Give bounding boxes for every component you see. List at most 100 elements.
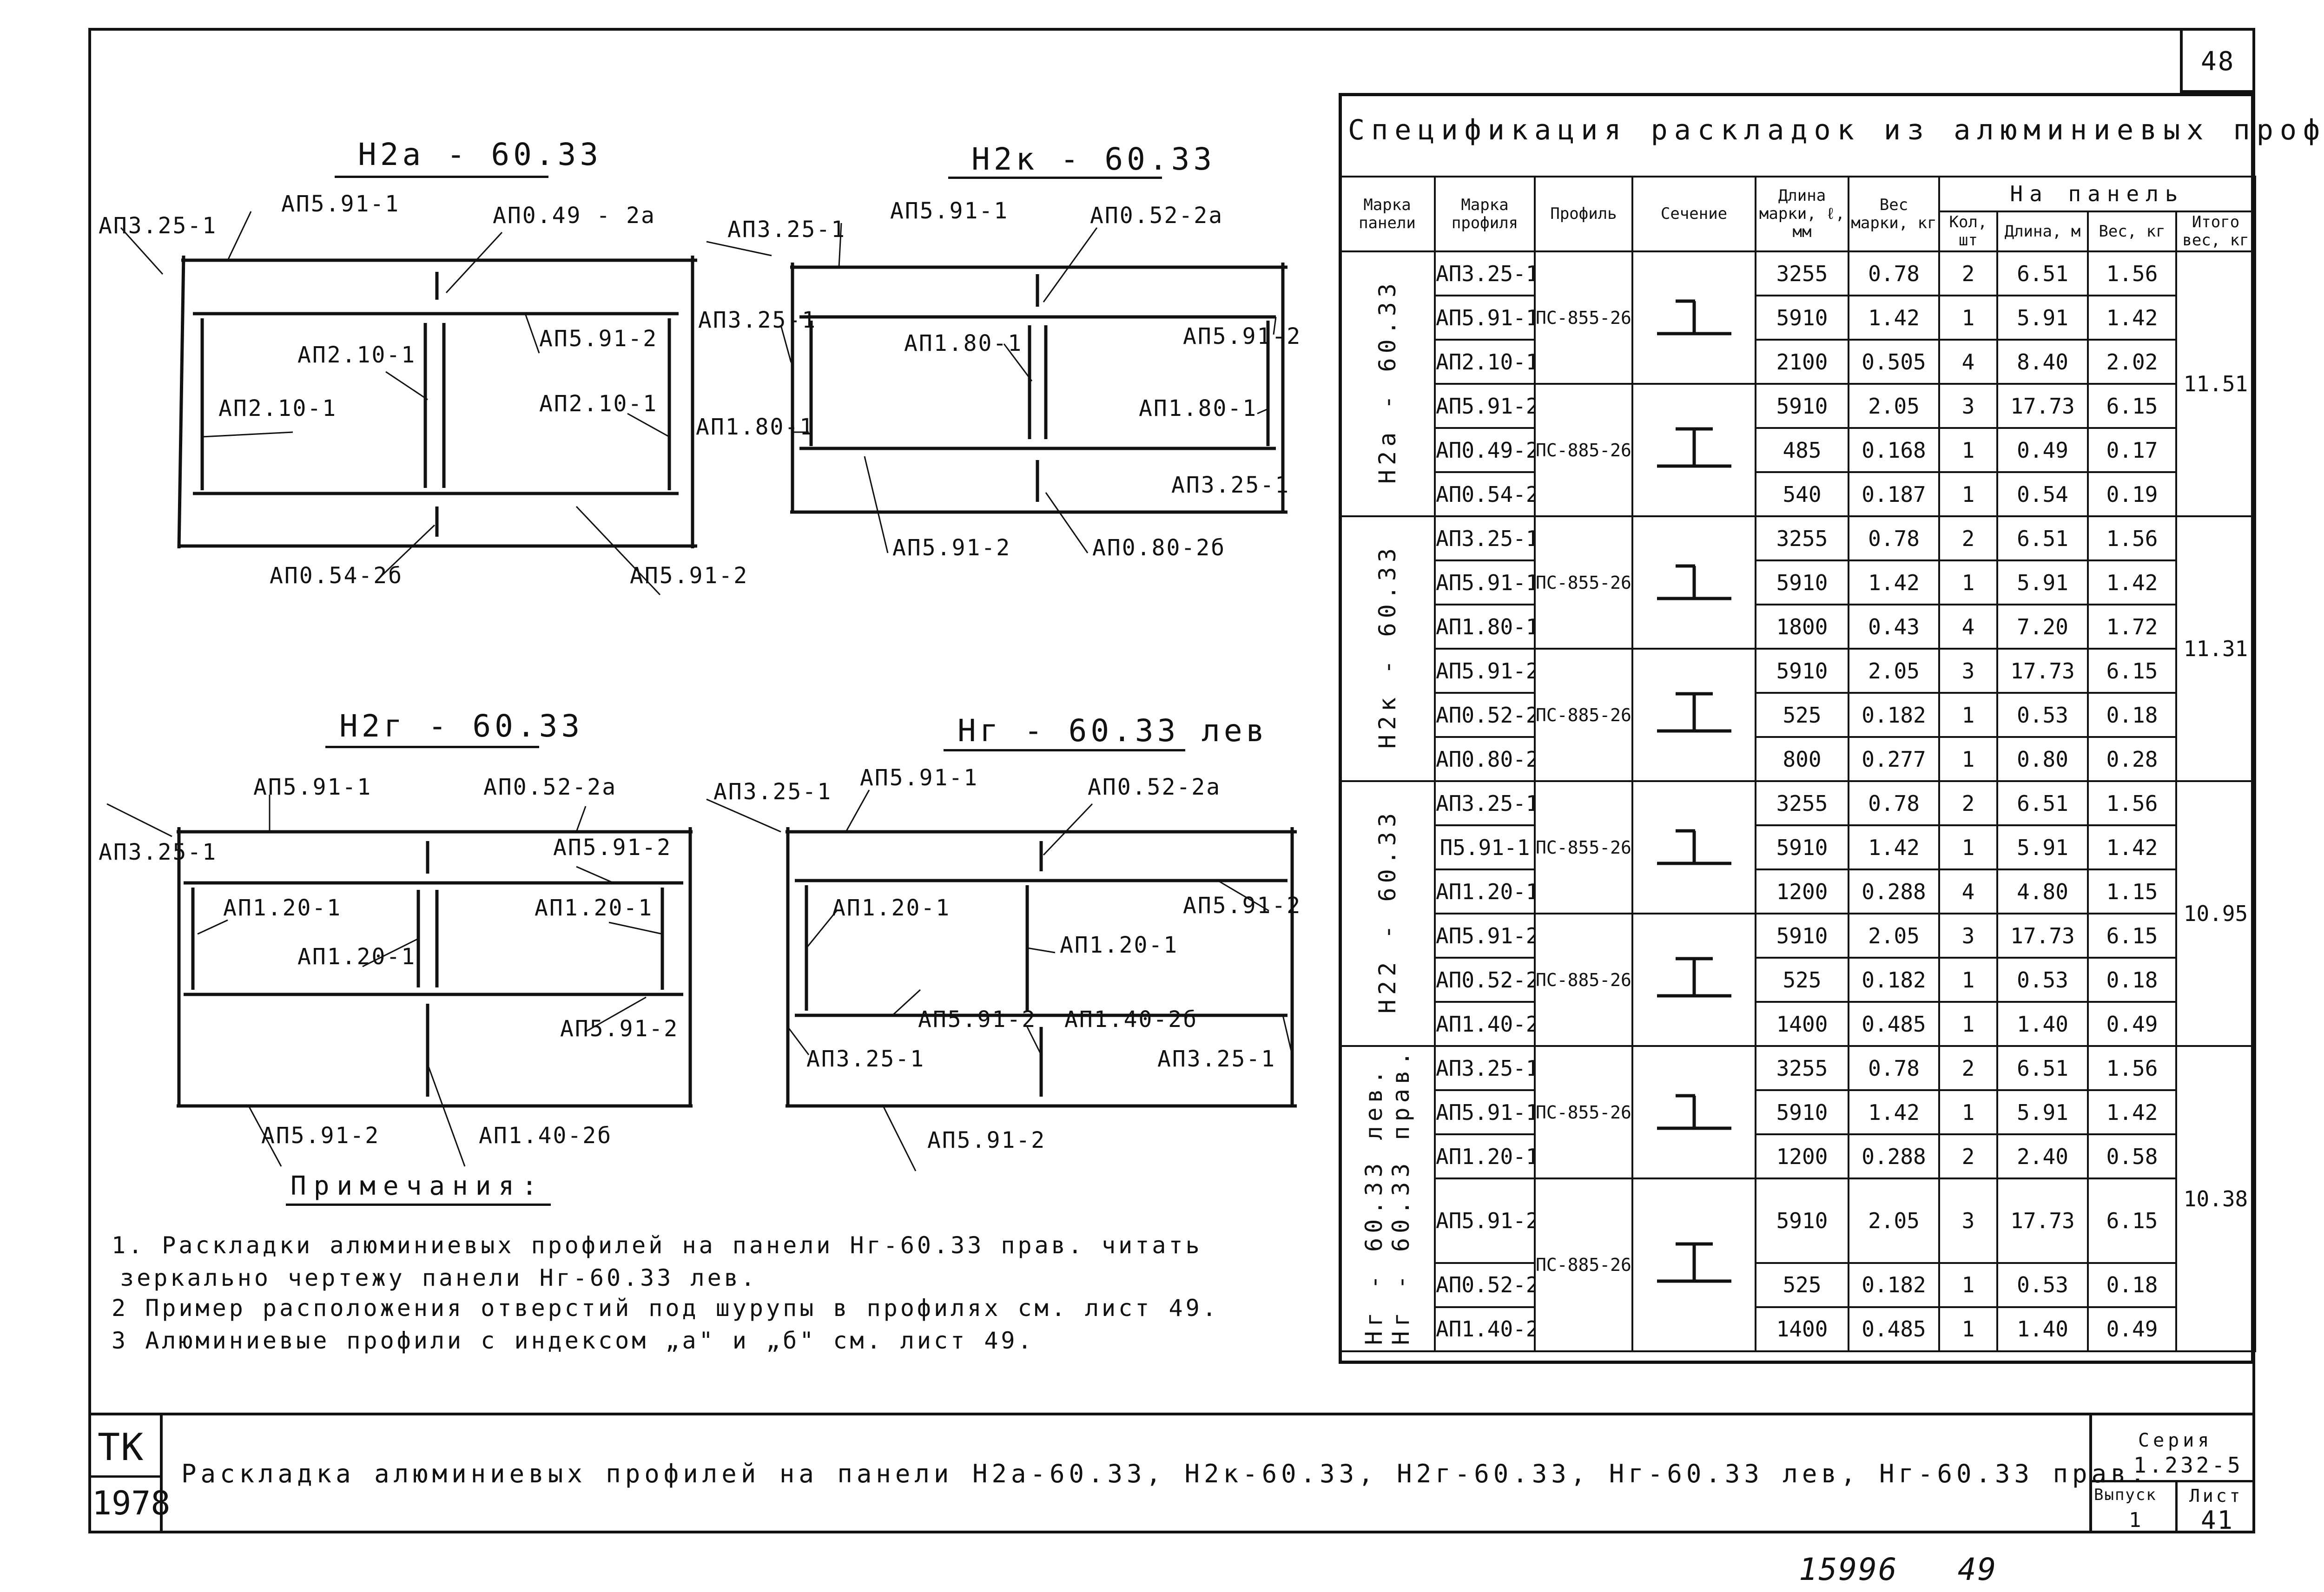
label-ap1-20-1: АП1.20-1 [535, 895, 654, 921]
note-3: 3 Алюминиевые профили с индексом „а" и „… [112, 1327, 1035, 1354]
z-profile-section-icon [1657, 1094, 1731, 1130]
panel-mark-cell: Н2к - 60.33 [1339, 515, 1436, 783]
length-m-cell: 0.53 [1996, 1262, 2089, 1308]
weight-kg-cell: 0.49 [2087, 1306, 2177, 1352]
weight-kg-cell: 6.15 [2087, 913, 2177, 959]
drawing-title-underline [325, 746, 539, 748]
profile-mark-cell: АП5.91-2 [1434, 913, 1536, 959]
qty-cell: 3 [1938, 913, 1998, 959]
qty-cell: 2 [1938, 1045, 1998, 1092]
qty-cell: 3 [1938, 1178, 1998, 1264]
note-1-cont: зеркально чертежу панели Нг-60.33 лев. [120, 1264, 758, 1291]
length-cell: 5910 [1755, 648, 1849, 694]
qty-cell: 1 [1938, 1262, 1998, 1308]
label-ap1-20-1: АП1.20-1 [223, 895, 342, 921]
label-ap5-91-1: АП5.91-1 [253, 774, 372, 800]
weight-kg-cell: 0.19 [2087, 471, 2177, 518]
weight-cell: 0.78 [1848, 515, 1940, 562]
label-ap5-91-2: АП5.91-2 [630, 563, 749, 589]
profile-cell: ПС-855-266 [1534, 780, 1633, 915]
profile-cell: ПС-855-266 [1534, 515, 1633, 650]
stamp-tk: ТК [98, 1426, 145, 1469]
label-ap3-25-1: АП3.25-1 [806, 1046, 925, 1072]
series-divider [2089, 1480, 2255, 1482]
weight-kg-cell: 0.28 [2087, 736, 2177, 783]
label-ap5-91-2: АП5.91-2 [1183, 893, 1302, 919]
length-m-cell: 5.91 [1996, 824, 2089, 871]
total-weight-cell: 10.95 [2175, 780, 2256, 1047]
label-ap0-52-2a: АП0.52-2а [483, 774, 617, 800]
weight-cell: 2.05 [1848, 383, 1940, 429]
panel-mark-text: Н2к - 60.33 [1373, 544, 1401, 749]
weight-kg-cell: 1.42 [2087, 559, 2177, 606]
total-weight-cell: 11.51 [2175, 250, 2256, 518]
profile-mark-cell: АП1.20-1 [1434, 868, 1536, 915]
weight-kg-cell: 1.56 [2087, 515, 2177, 562]
profile-mark-cell: АП1.80-1 [1434, 604, 1536, 650]
length-m-cell: 0.53 [1996, 957, 2089, 1003]
qty-cell: 1 [1938, 1306, 1998, 1352]
length-cell: 525 [1755, 1262, 1849, 1308]
length-cell: 525 [1755, 692, 1849, 738]
profile-mark-cell: АП1.40-2б [1434, 1306, 1536, 1352]
label-ap3-25-1: АП3.25-1 [1157, 1046, 1276, 1072]
qty-cell: 4 [1938, 339, 1998, 385]
weight-cell: 0.485 [1848, 1001, 1940, 1047]
label-ap5-91-2: АП5.91-2 [927, 1127, 1046, 1153]
length-cell: 3255 [1755, 250, 1849, 297]
qty-cell: 1 [1938, 824, 1998, 871]
profile-mark-cell: АП5.91-1 [1434, 1089, 1536, 1136]
panel-mark-text-2: Нг - 60.33 прав. [1387, 1047, 1414, 1345]
label-ap1-20-1: АП1.20-1 [1060, 932, 1179, 958]
label-ap5-91-1: АП5.91-1 [860, 765, 979, 791]
panel-layout-hg-lev [706, 789, 1297, 1171]
weight-kg-cell: 6.15 [2087, 383, 2177, 429]
weight-kg-cell: 0.58 [2087, 1133, 2177, 1180]
qty-cell: 2 [1938, 250, 1998, 297]
profile-cell: ПС-855-266 [1534, 1045, 1633, 1180]
footer-handwritten-note: 15996 49 [1799, 1552, 1998, 1587]
length-cell: 3255 [1755, 515, 1849, 562]
weight-cell: 0.182 [1848, 692, 1940, 738]
profile-mark-cell: АП5.91-2 [1434, 1178, 1536, 1264]
z-profile-section-icon [1657, 299, 1731, 336]
qty-cell: 1 [1938, 427, 1998, 474]
weight-kg-cell: 0.18 [2087, 957, 2177, 1003]
qty-cell: 1 [1938, 295, 1998, 341]
length-cell: 1200 [1755, 1133, 1849, 1180]
length-m-cell: 17.73 [1996, 648, 2089, 694]
weight-kg-cell: 1.15 [2087, 868, 2177, 915]
length-m-cell: 17.73 [1996, 1178, 2089, 1264]
qty-cell: 2 [1938, 1133, 1998, 1180]
z-profile-section-icon [1657, 829, 1731, 865]
qty-cell: 3 [1938, 383, 1998, 429]
panel-layout-h2k [706, 223, 1287, 553]
label-ap1-80-1: АП1.80-1 [904, 330, 1023, 356]
length-m-cell: 1.40 [1996, 1306, 2089, 1352]
drawing-title-h2a: Н2а - 60.33 [358, 137, 602, 172]
notes-title: Примечания: [290, 1171, 545, 1201]
label-ap1-40-2b: АП1.40-2б [1064, 1007, 1198, 1033]
profile-mark-cell: АП3.25-1 [1434, 250, 1536, 297]
title-block-divider [88, 1413, 2255, 1415]
qty-cell: 4 [1938, 604, 1998, 650]
length-m-cell: 4.80 [1996, 868, 2089, 915]
length-cell: 1400 [1755, 1001, 1849, 1047]
weight-cell: 2.05 [1848, 913, 1940, 959]
profile-mark-cell: АП3.25-1 [1434, 780, 1536, 827]
weight-cell: 0.187 [1848, 471, 1940, 518]
i-profile-section-icon [1657, 1242, 1731, 1283]
profile-mark-cell: АП3.25-1 [1434, 515, 1536, 562]
